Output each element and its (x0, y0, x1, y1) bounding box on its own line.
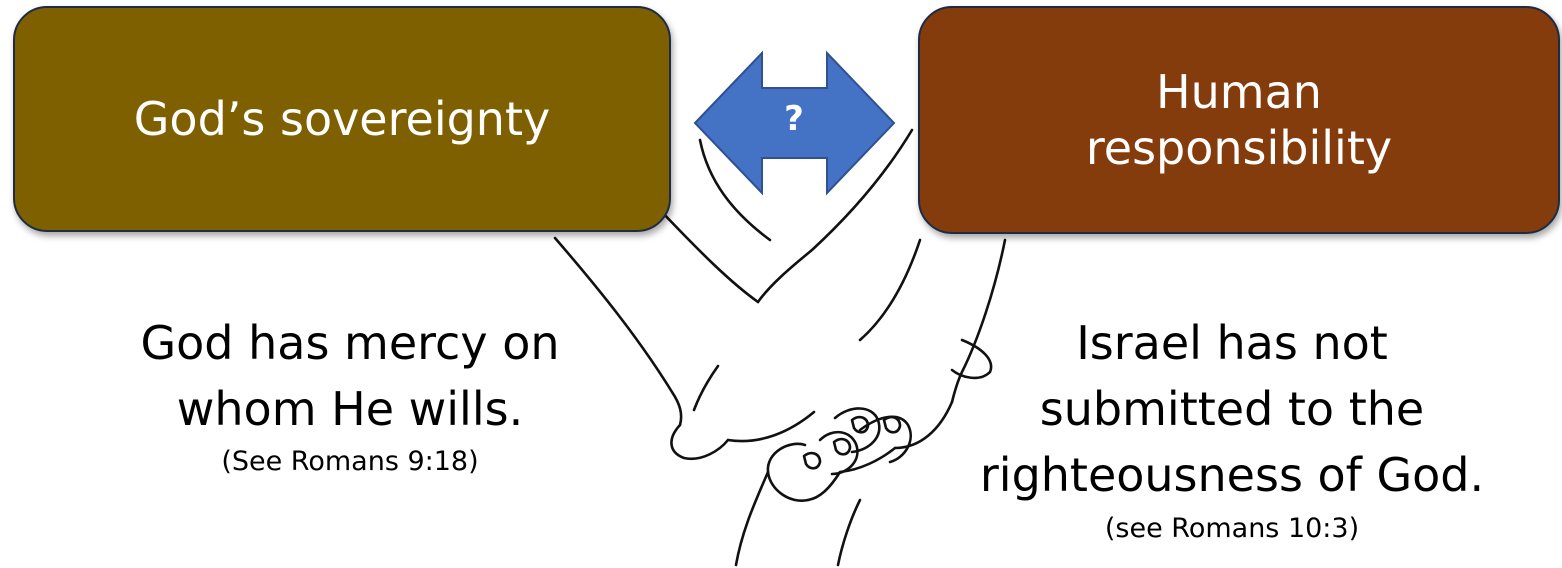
right-caption: Israel has not submitted to the righteou… (912, 310, 1552, 549)
human-responsibility-label: Human responsibility (1086, 64, 1392, 176)
human-responsibility-box: Human responsibility (918, 6, 1560, 234)
left-caption-line1: God has mercy on (140, 316, 560, 370)
right-caption-line2: submitted to the (1039, 382, 1425, 437)
gods-sovereignty-box: God’s sovereignty (13, 6, 671, 232)
gods-sovereignty-label: God’s sovereignty (133, 91, 551, 146)
right-caption-reference: (see Romans 10:3) (1104, 512, 1360, 544)
double-arrow-icon (693, 50, 896, 196)
left-caption-reference: (See Romans 9:18) (221, 446, 479, 478)
right-caption-line3: righteousness of God. (979, 448, 1485, 503)
right-caption-line1: Israel has not (1076, 316, 1388, 370)
left-caption: God has mercy on whom He wills. (See Rom… (80, 310, 620, 483)
question-mark: ? (784, 99, 804, 139)
left-caption-line2: whom He wills. (176, 382, 524, 437)
human-responsibility-line1: Human (1156, 64, 1322, 119)
human-responsibility-line2: responsibility (1085, 121, 1393, 175)
